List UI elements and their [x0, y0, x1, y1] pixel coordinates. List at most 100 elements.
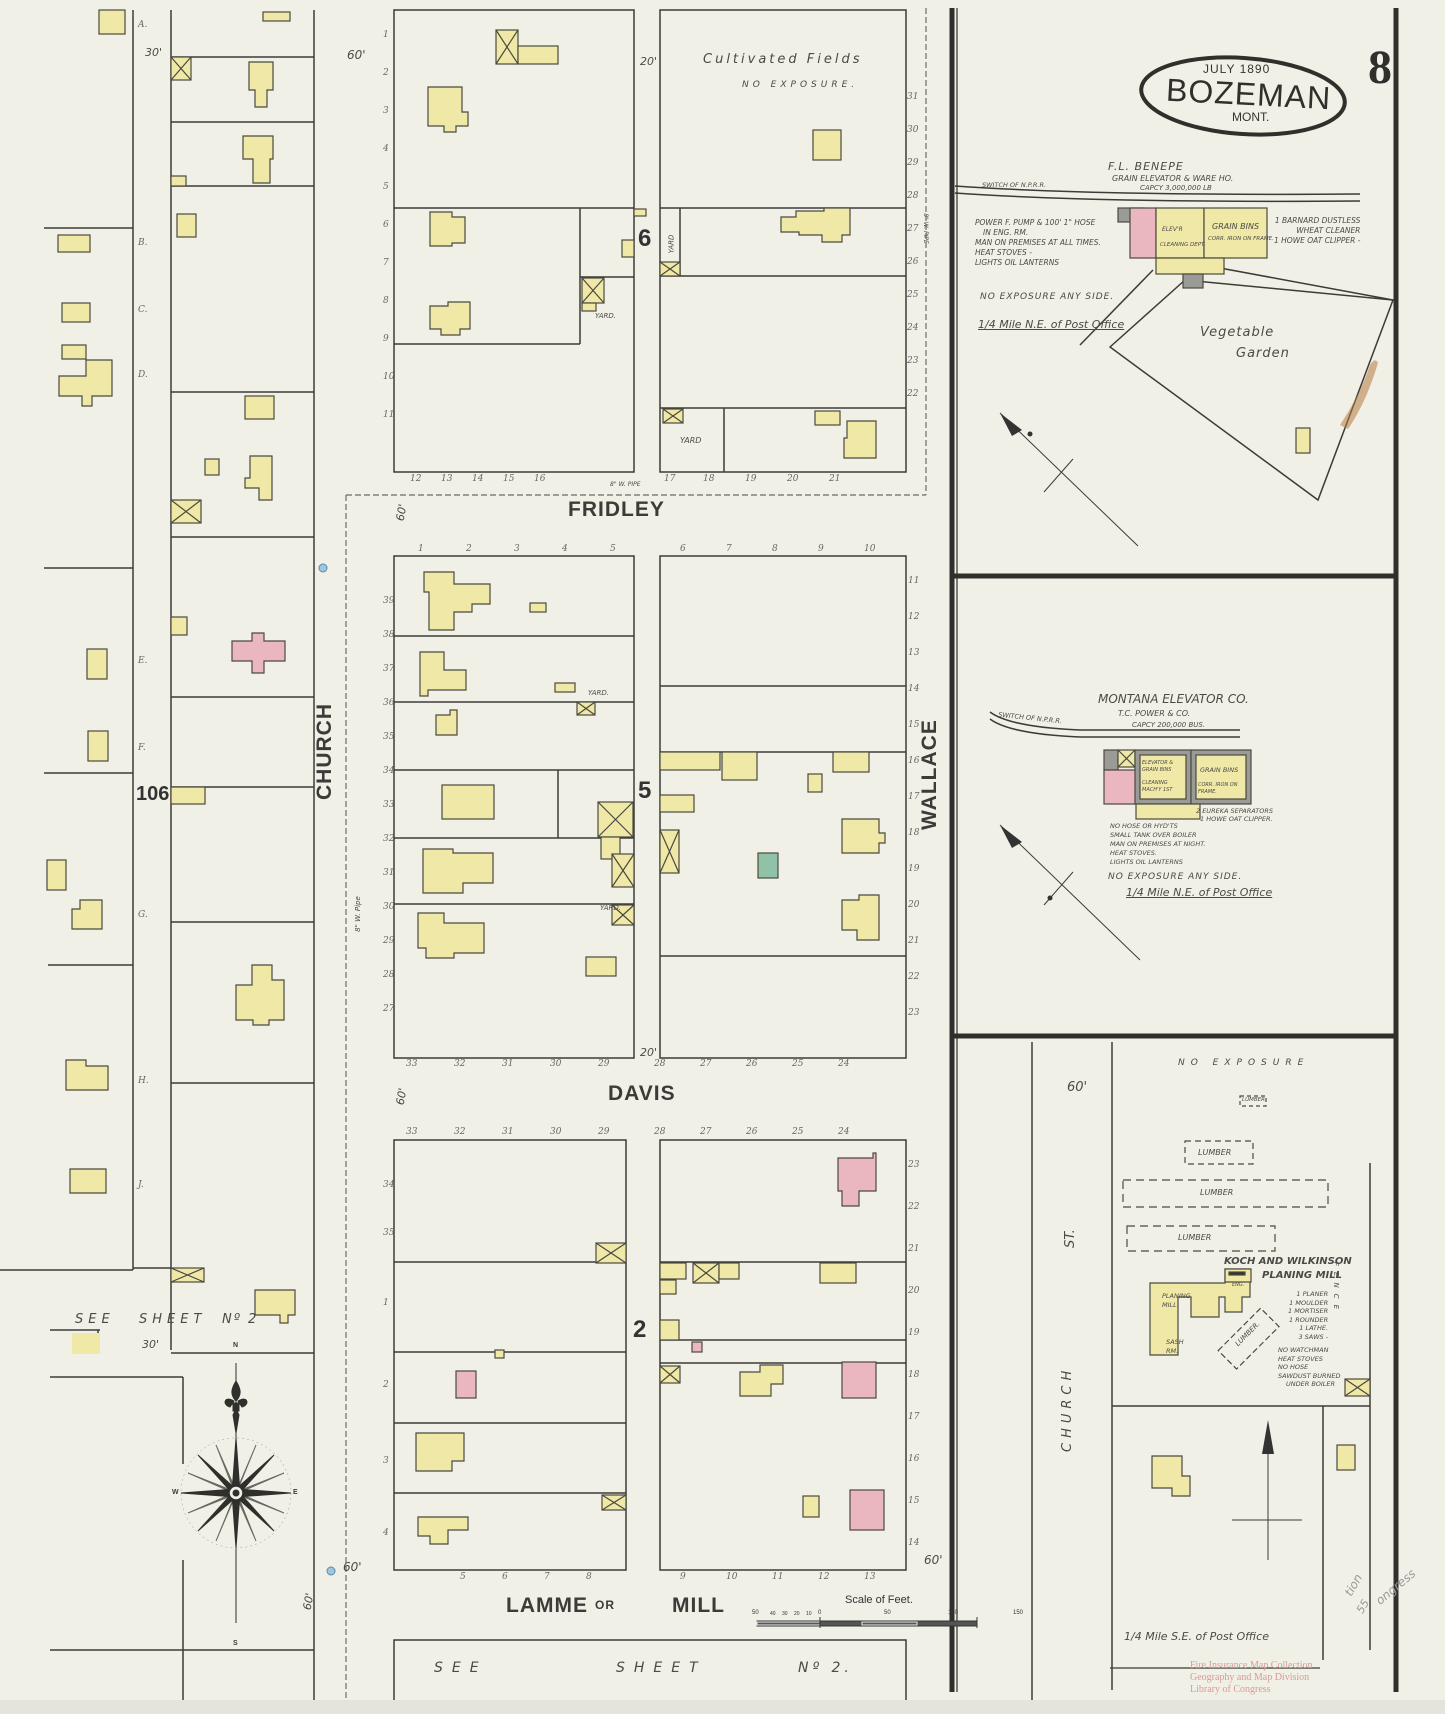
- montana-name: MONTANA ELEVATOR CO.: [1098, 692, 1249, 706]
- building-dwelling: [98, 9, 126, 35]
- montana-notes: NO HOSE OR HYD'TS SMALL TANK OVER BOILER…: [1110, 822, 1206, 866]
- block-number-2: 2: [633, 1316, 647, 1343]
- lumber-label: LUMBER: [1242, 1097, 1265, 1103]
- lot-col-block6-left: 1 2 3 4 5 6 7 8 9 10 11: [383, 30, 395, 420]
- scale-tick: 40: [770, 1611, 776, 1617]
- scale-tick: 30: [782, 1611, 788, 1617]
- street-label-davis: DAVIS: [608, 1082, 676, 1105]
- montana-cleaning: CLEANING MACH'Y 1ST: [1142, 780, 1173, 793]
- scale-tick: 10: [806, 1611, 812, 1617]
- scale-tick: 150: [1013, 1610, 1024, 1616]
- lot-letter: E.: [138, 656, 148, 666]
- street-label-church-st-b: ST.: [1063, 1229, 1078, 1248]
- benepe-cleaning: CLEANING DEPT.: [1160, 242, 1206, 248]
- cultivated-fields-label: Cultivated Fields: [703, 52, 863, 67]
- sheet-number: 8: [1368, 41, 1392, 94]
- lumber-label: LUMBER: [1200, 1188, 1234, 1197]
- block-number-106: 106: [136, 783, 170, 805]
- scale-tick: 50: [884, 1610, 891, 1616]
- scale-tick: 100: [948, 1610, 959, 1616]
- montana-elevator-label: ELEVATOR & GRAIN BINS: [1142, 760, 1174, 773]
- benepe-power-notes: POWER F. PUMP & 100' 1" HOSE IN ENG. RM.…: [975, 218, 1101, 267]
- library-stamp: Fire Insurance Map Collection Geography …: [1190, 1660, 1313, 1695]
- compass-e: E: [293, 1489, 298, 1496]
- street-label-church-st-a: CHURCH: [1060, 1365, 1075, 1452]
- street-label-wallace: WALLACE: [918, 719, 941, 830]
- lot-letter: A.: [138, 20, 148, 30]
- yard-label: YARD.: [588, 689, 609, 697]
- compass-w: W: [172, 1489, 179, 1496]
- montana-equipment: 2 EUREKA SEPARATORS 1 HOWE OAT CLIPPER.: [1196, 807, 1273, 823]
- garden-label: Vegetable: [1200, 325, 1275, 340]
- yard-label: YARD.: [600, 904, 621, 912]
- benepe-bins-construction: CORR. IRON ON FRAME.: [1208, 236, 1274, 242]
- see-sheet-bottom-2: SHEET: [616, 1660, 707, 1676]
- lumber-label: LUMBER: [1178, 1233, 1212, 1242]
- see-sheet-left-3: Nº 2: [222, 1312, 259, 1327]
- scale-bar: [756, 1617, 978, 1628]
- title-state: MONT.: [1232, 110, 1270, 124]
- scan-bottom-edge: [0, 1700, 1445, 1714]
- dim: 30': [145, 46, 163, 59]
- scale-tick: 0: [818, 1610, 822, 1616]
- see-sheet-bottom-1: SEE: [434, 1660, 488, 1676]
- see-sheet-left-1: SEE: [75, 1312, 115, 1327]
- post-office-distance: 1/4 Mile N.E. of Post Office: [978, 318, 1125, 331]
- koch-name: KOCH AND WILKINSON: [1224, 1256, 1352, 1267]
- lot-col-block2-right: 23 22 21 20 19 18 17 16 15 14: [908, 1160, 920, 1548]
- lot-letter: D.: [138, 370, 148, 380]
- garden-label: Garden: [1236, 346, 1290, 361]
- benepe-elevator: ELEV'R: [1162, 226, 1183, 233]
- lot-col-block2-left: 34 35 1 2 3 4: [383, 1180, 395, 1538]
- benepe-bins: GRAIN BINS: [1212, 222, 1260, 231]
- dim: 20': [640, 1046, 658, 1059]
- compass-s: S: [233, 1640, 238, 1647]
- lot-row-block6-bottom: 12 13 14 15 16 17 18 19 20 21: [410, 474, 841, 484]
- street-label-mill: MILL: [672, 1594, 725, 1617]
- dim: 20': [640, 55, 658, 68]
- montana-bins-construction: CORR. IRON ON FRAME.: [1198, 782, 1238, 795]
- lot-letter: H.: [138, 1076, 149, 1086]
- dim: 30': [142, 1338, 160, 1351]
- title-cartouche-border: [1139, 55, 1347, 137]
- montana-capacity: CAPCY 200,000 BUS.: [1132, 721, 1206, 729]
- lot-row-block2-top: 33 32 31 30 29 28 27 26 25 24: [406, 1127, 850, 1137]
- benepe-equipment: 1 BARNARD DUSTLESS WHEAT CLEANER 1 HOWE …: [1274, 216, 1361, 245]
- street-label-lamme: LAMME: [506, 1594, 588, 1617]
- compass-rose: [180, 1363, 292, 1623]
- block-number-6: 6: [638, 225, 652, 252]
- lot-letter: F.: [138, 743, 146, 753]
- lot-col-block5-left: 39 38 37 36 35 34 33 32 31 30 29 28 27: [383, 596, 395, 1014]
- compass-n: N: [233, 1342, 239, 1349]
- post-office-distance: 1/4 Mile N.E. of Post Office: [1126, 886, 1273, 899]
- scale-tick: 50: [752, 1610, 759, 1616]
- montana-bins: GRAIN BINS: [1200, 766, 1239, 774]
- see-sheet-left-2: SHEET: [139, 1312, 207, 1327]
- lot-row-block2-bottom: 5 6 7 8 9 10 11 12 13: [460, 1572, 876, 1582]
- no-exposure-label: No Exposure.: [742, 80, 859, 90]
- lot-row-block5-bottom: 33 32 31 30 29 28 27 26 25 24: [406, 1059, 850, 1069]
- sash-room-label: SASH RM.: [1166, 1338, 1184, 1355]
- yard-label: YARD: [680, 436, 702, 445]
- benepe-name: F.L. BENEPE: [1108, 160, 1184, 173]
- street-label-or: OR: [595, 1598, 615, 1612]
- planing-mill-label: PLANING MILL: [1162, 1292, 1191, 1309]
- lot-col-block5-right: 11 12 13 14 15 16 17 18 19 20 21 22 23: [908, 576, 920, 1018]
- koch-equipment: 1 PLANER 1 MOULDER 1 MORTISER 1 ROUNDER …: [1288, 1290, 1329, 1341]
- dim: 60': [924, 1553, 943, 1567]
- water-pipe-label: 8" W. PIPE: [610, 481, 641, 488]
- dim: 60': [347, 48, 366, 62]
- fence-label: FENCE: [1332, 1262, 1340, 1315]
- lot-col-block6-right: 31 30 29 28 27 26 25 24 23 22: [907, 92, 919, 399]
- koch-subtitle: PLANING MILL: [1262, 1270, 1343, 1281]
- block-number-5: 5: [638, 777, 652, 804]
- koch-notes: NO WATCHMAN HEAT STOVES NO HOSE SAWDUST …: [1278, 1346, 1341, 1388]
- lumber-label: LUMBER: [1198, 1148, 1232, 1157]
- dim: 60': [1067, 1080, 1088, 1095]
- lot-letter: J.: [138, 1180, 144, 1190]
- street-label-fridley: FRIDLEY: [568, 498, 665, 521]
- benepe-subtitle: GRAIN ELEVATOR & WARE HO.: [1112, 174, 1234, 183]
- street-label-church: CHURCH: [313, 703, 336, 800]
